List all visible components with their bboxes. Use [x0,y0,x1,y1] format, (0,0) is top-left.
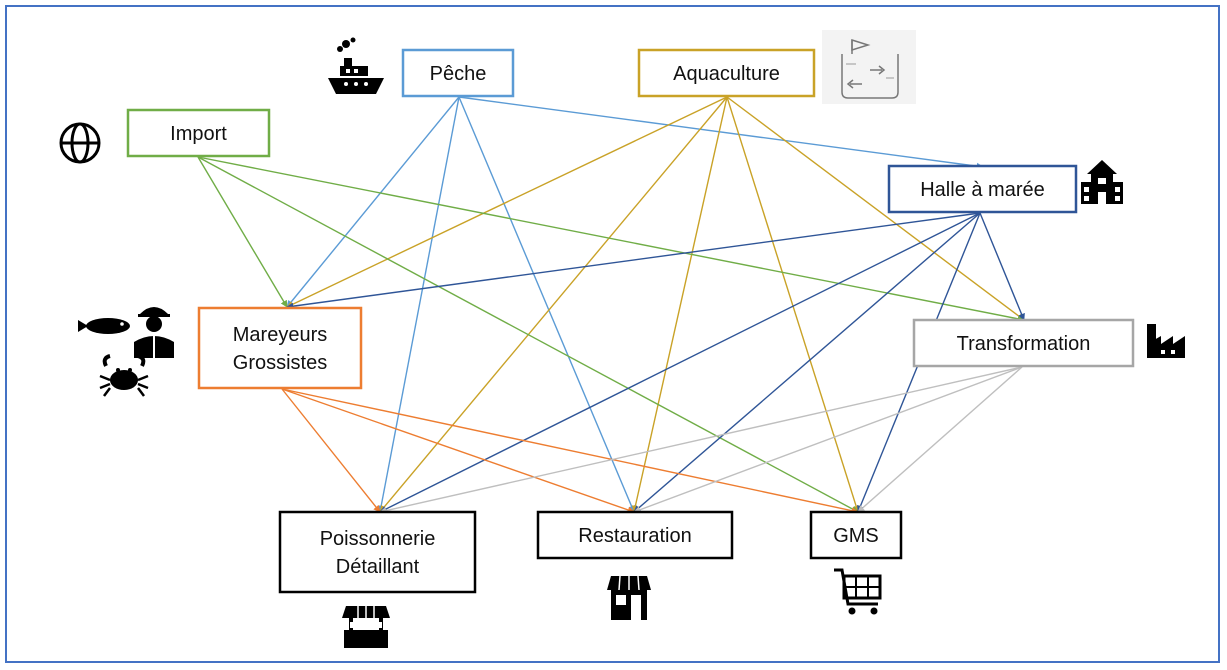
node-peche: Pêche [401,48,515,98]
node-box-transformation [912,318,1135,368]
node-restauration: Restauration [536,510,734,560]
edge-transformation-to-gms [857,366,1023,513]
edge-transformation-to-poissonnerie [379,366,1023,515]
node-aquaculture: Aquaculture [637,48,816,98]
node-label-mareyeurs: Mareyeurs [233,324,327,346]
node-box-peche [401,48,515,98]
node-label-import: Import [170,123,227,145]
edge-peche-to-halle [458,96,984,170]
node-box-gms [809,510,903,560]
edge-mareyeurs-to-restauration [281,388,635,514]
node-label-poissonnerie: Poissonnerie [320,528,436,550]
edge-halle-to-restauration [633,212,981,513]
edge-aquaculture-to-gms [726,96,860,513]
node-transformation: Transformation [912,318,1135,368]
node-label-transformation: Transformation [957,333,1091,355]
shopping-cart-icon [834,568,882,615]
edge-transformation-to-restauration [633,366,1023,514]
globe-icon [59,122,101,164]
edge-import-to-mareyeurs [197,156,288,308]
node-label-peche: Pêche [430,63,487,85]
node-gms: GMS [809,510,903,560]
edge-aquaculture-to-poissonnerie [379,96,728,513]
edge-halle-to-transformation [979,212,1025,321]
node-box-restauration [536,510,734,560]
node-label-halle: Halle à marée [920,179,1045,201]
node-box-import [126,108,271,158]
edge-peche-to-poissonnerie [377,96,460,513]
edge-peche-to-mareyeurs [286,96,460,308]
edge-aquaculture-to-transformation [726,96,1025,321]
edge-peche-to-restauration [458,96,635,513]
factory-icon [1147,324,1185,358]
node-label-aquaculture: Aquaculture [673,63,780,85]
edge-mareyeurs-to-poissonnerie [281,388,381,513]
edge-import-to-transformation [197,156,1025,323]
storefront-icon [607,575,651,620]
node-box-poissonnerie [278,510,477,594]
fishmonger-icon [78,307,174,397]
node-box-aquaculture [637,48,816,98]
node-import: Import [126,108,271,158]
edge-mareyeurs-to-gms [281,388,859,515]
edge-halle-to-poissonnerie [379,212,981,513]
node-box-mareyeurs [197,306,363,390]
edge-halle-to-mareyeurs [286,212,981,310]
edge-aquaculture-to-mareyeurs [286,96,728,308]
node-label-mareyeurs: Grossistes [233,352,327,374]
edge-import-to-gms [197,156,859,513]
fish-tank-icon [822,30,916,104]
building-icon [1081,160,1123,204]
edges-layer [197,96,1025,515]
edge-aquaculture-to-restauration [631,96,728,513]
market-stall-icon [342,606,390,648]
node-label-restauration: Restauration [578,525,691,547]
node-box-halle [887,164,1078,214]
node-label-poissonnerie: Détaillant [336,556,420,578]
node-label-gms: GMS [833,525,879,547]
node-halle: Halle à marée [887,164,1078,214]
ship-icon [328,37,384,94]
